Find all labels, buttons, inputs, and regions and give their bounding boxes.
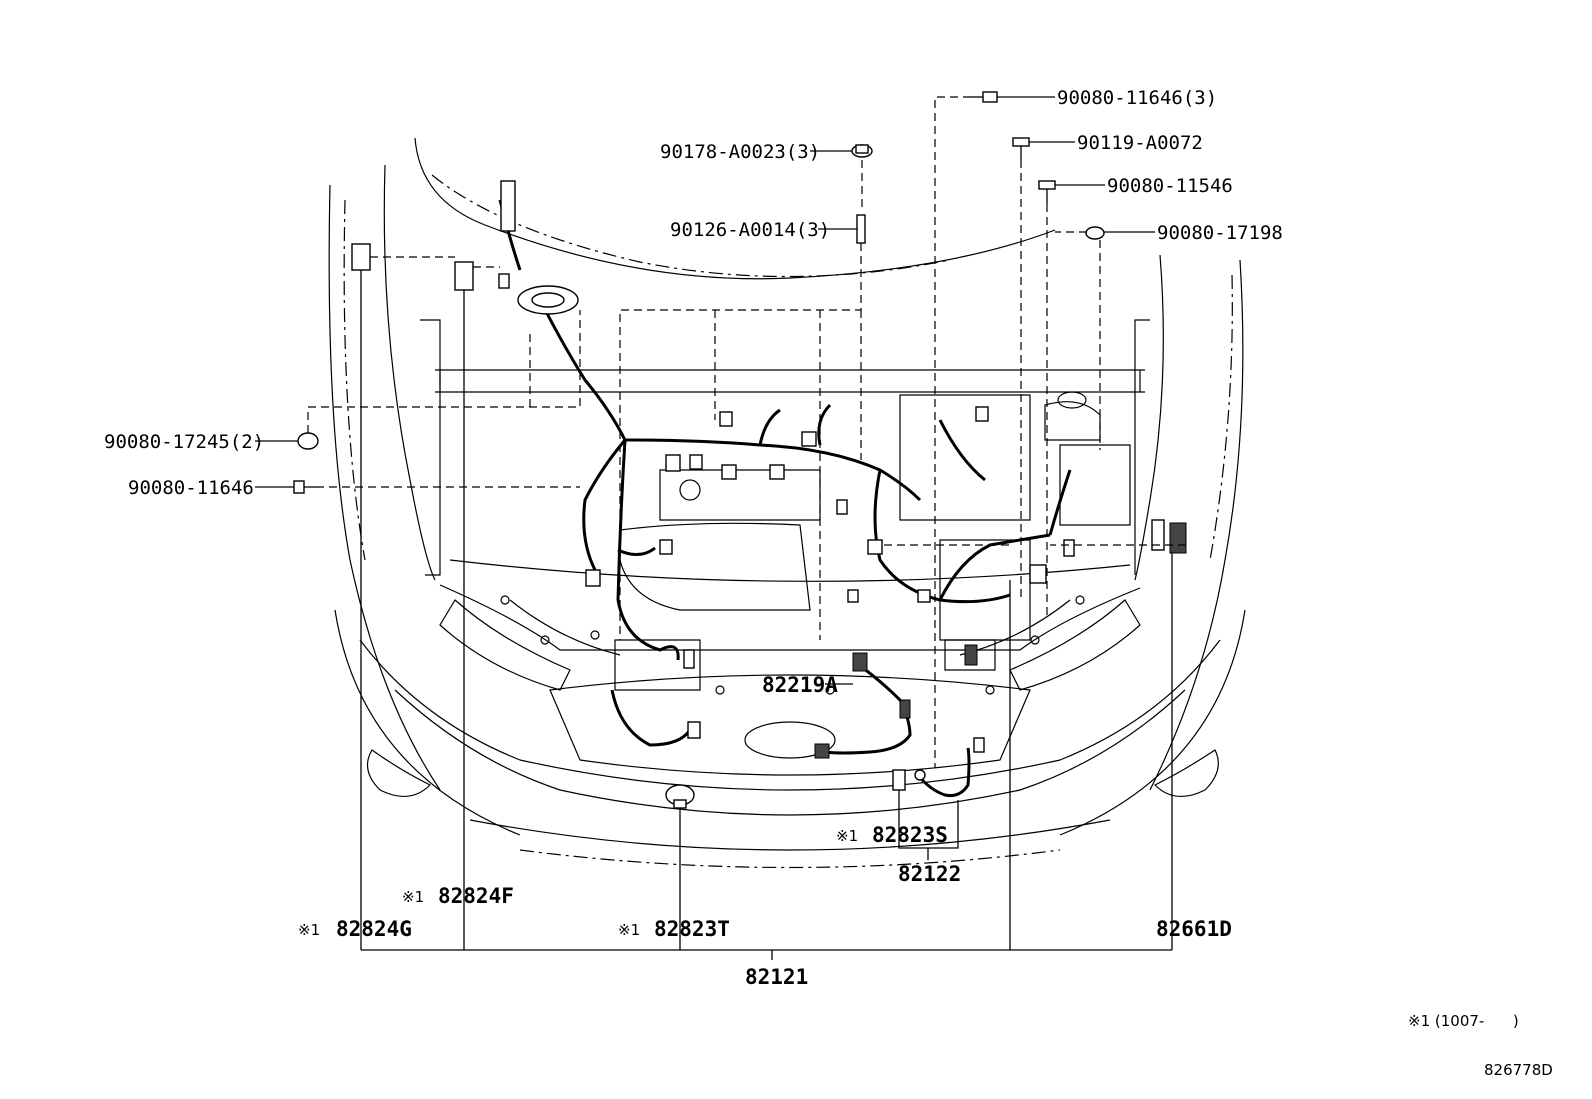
drawing-id: 826778D <box>1484 1061 1553 1079</box>
footnote: ※1 (1007- ) <box>1408 1012 1519 1030</box>
nut-icon-90080-17245 <box>297 432 319 450</box>
vehicle-body-outline <box>328 137 1246 869</box>
ref-mark-82823S: ※1 <box>836 827 858 845</box>
harness-connectors <box>351 180 1187 809</box>
ref-mark-82824G: ※1 <box>298 921 320 939</box>
label-82121: 82121 <box>745 965 808 989</box>
nut-icon-90178-A0023 <box>851 144 873 158</box>
nut-icon-90080-17198 <box>1085 226 1105 240</box>
label-82823T: 82823T <box>654 917 730 941</box>
engine-wire-harness <box>498 199 1072 797</box>
label-82823S: 82823S <box>872 823 948 847</box>
part-labels: 90080-11646(3) 90119-A0072 90080-11546 9… <box>104 87 1283 989</box>
bolt-icon-90119-A0072 <box>1012 137 1030 160</box>
fastener-icons <box>293 91 1105 494</box>
label-90080-17198: 90080-17198 <box>1157 222 1283 244</box>
label-82219A: 82219A <box>762 673 838 697</box>
label-82122: 82122 <box>898 862 961 886</box>
ref-mark-82824F: ※1 <box>402 888 424 906</box>
label-90126-A0014-3: 90126-A0014(3) <box>670 219 830 241</box>
bolt-icon-90080-11646-3 <box>971 91 998 103</box>
label-90080-11646-3: 90080-11646(3) <box>1057 87 1217 109</box>
label-90080-11646: 90080-11646 <box>128 477 254 499</box>
label-90178-A0023-3: 90178-A0023(3) <box>660 141 820 163</box>
bolt-icon-90080-11546 <box>1038 180 1056 204</box>
label-90080-17245-2: 90080-17245(2) <box>104 431 264 453</box>
ref-mark-82823T: ※1 <box>618 921 640 939</box>
bolt-icon-90080-11646 <box>293 480 316 494</box>
label-90080-11546: 90080-11546 <box>1107 175 1233 197</box>
label-82661D: 82661D <box>1156 917 1232 941</box>
label-82824G: 82824G <box>336 917 412 941</box>
leader-lines <box>255 96 1186 960</box>
stud-icon-90126-A0014 <box>856 214 866 244</box>
label-90119-A0072: 90119-A0072 <box>1077 132 1203 154</box>
label-82824F: 82824F <box>438 884 514 908</box>
